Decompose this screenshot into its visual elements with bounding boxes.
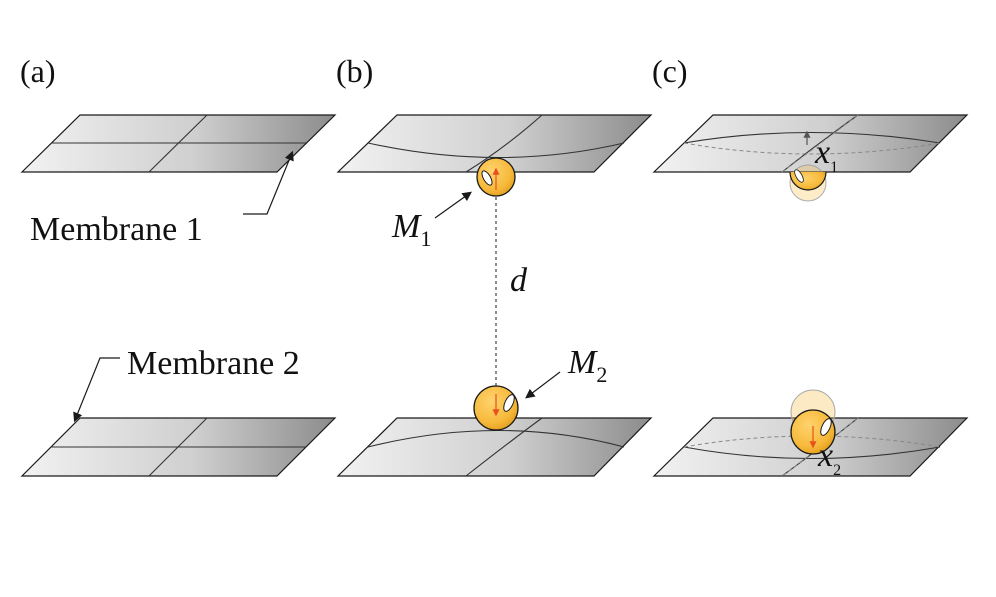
membrane-1-pointer — [243, 150, 294, 215]
displacement-1-subscript: 1 — [830, 159, 838, 176]
displacement-1-label: x1 — [814, 134, 838, 176]
panel-a-label: (a) — [20, 53, 56, 89]
panel-c-label: (c) — [652, 53, 688, 89]
mass-2-displaced-sphere — [790, 389, 836, 455]
displacement-2-letter: x — [817, 437, 833, 474]
mass-1-displaced-sphere — [789, 164, 827, 202]
mass-1-label: M1 — [391, 208, 431, 251]
membrane-2-deformed — [336, 417, 653, 477]
membrane-2-flat — [20, 417, 337, 477]
mass-2-pointer — [525, 371, 561, 399]
panel-b-label: (b) — [336, 53, 373, 89]
membrane-1-displaced — [652, 114, 969, 173]
membrane-1-flat — [20, 114, 337, 173]
membrane-2-label: Membrane 2 — [127, 345, 300, 382]
mass-2-label: M2 — [567, 344, 607, 387]
displacement-1-letter: x — [814, 134, 830, 171]
membrane-2-pointer — [73, 357, 120, 423]
membrane-1-deformed — [336, 114, 653, 173]
mass-2-sphere — [473, 385, 519, 431]
membrane-1-label: Membrane 1 — [30, 211, 203, 248]
mass-1-pointer — [434, 191, 472, 219]
displacement-2-label: x2 — [817, 437, 841, 479]
distance-label: d — [510, 262, 528, 299]
mass-2-subscript: 2 — [596, 362, 607, 387]
mass-1-subscript: 1 — [420, 226, 431, 251]
mass-1-letter: M — [391, 208, 422, 245]
displacement-2-subscript: 2 — [833, 462, 841, 479]
mass-2-letter: M — [567, 344, 598, 381]
mass-1-sphere — [476, 157, 516, 197]
